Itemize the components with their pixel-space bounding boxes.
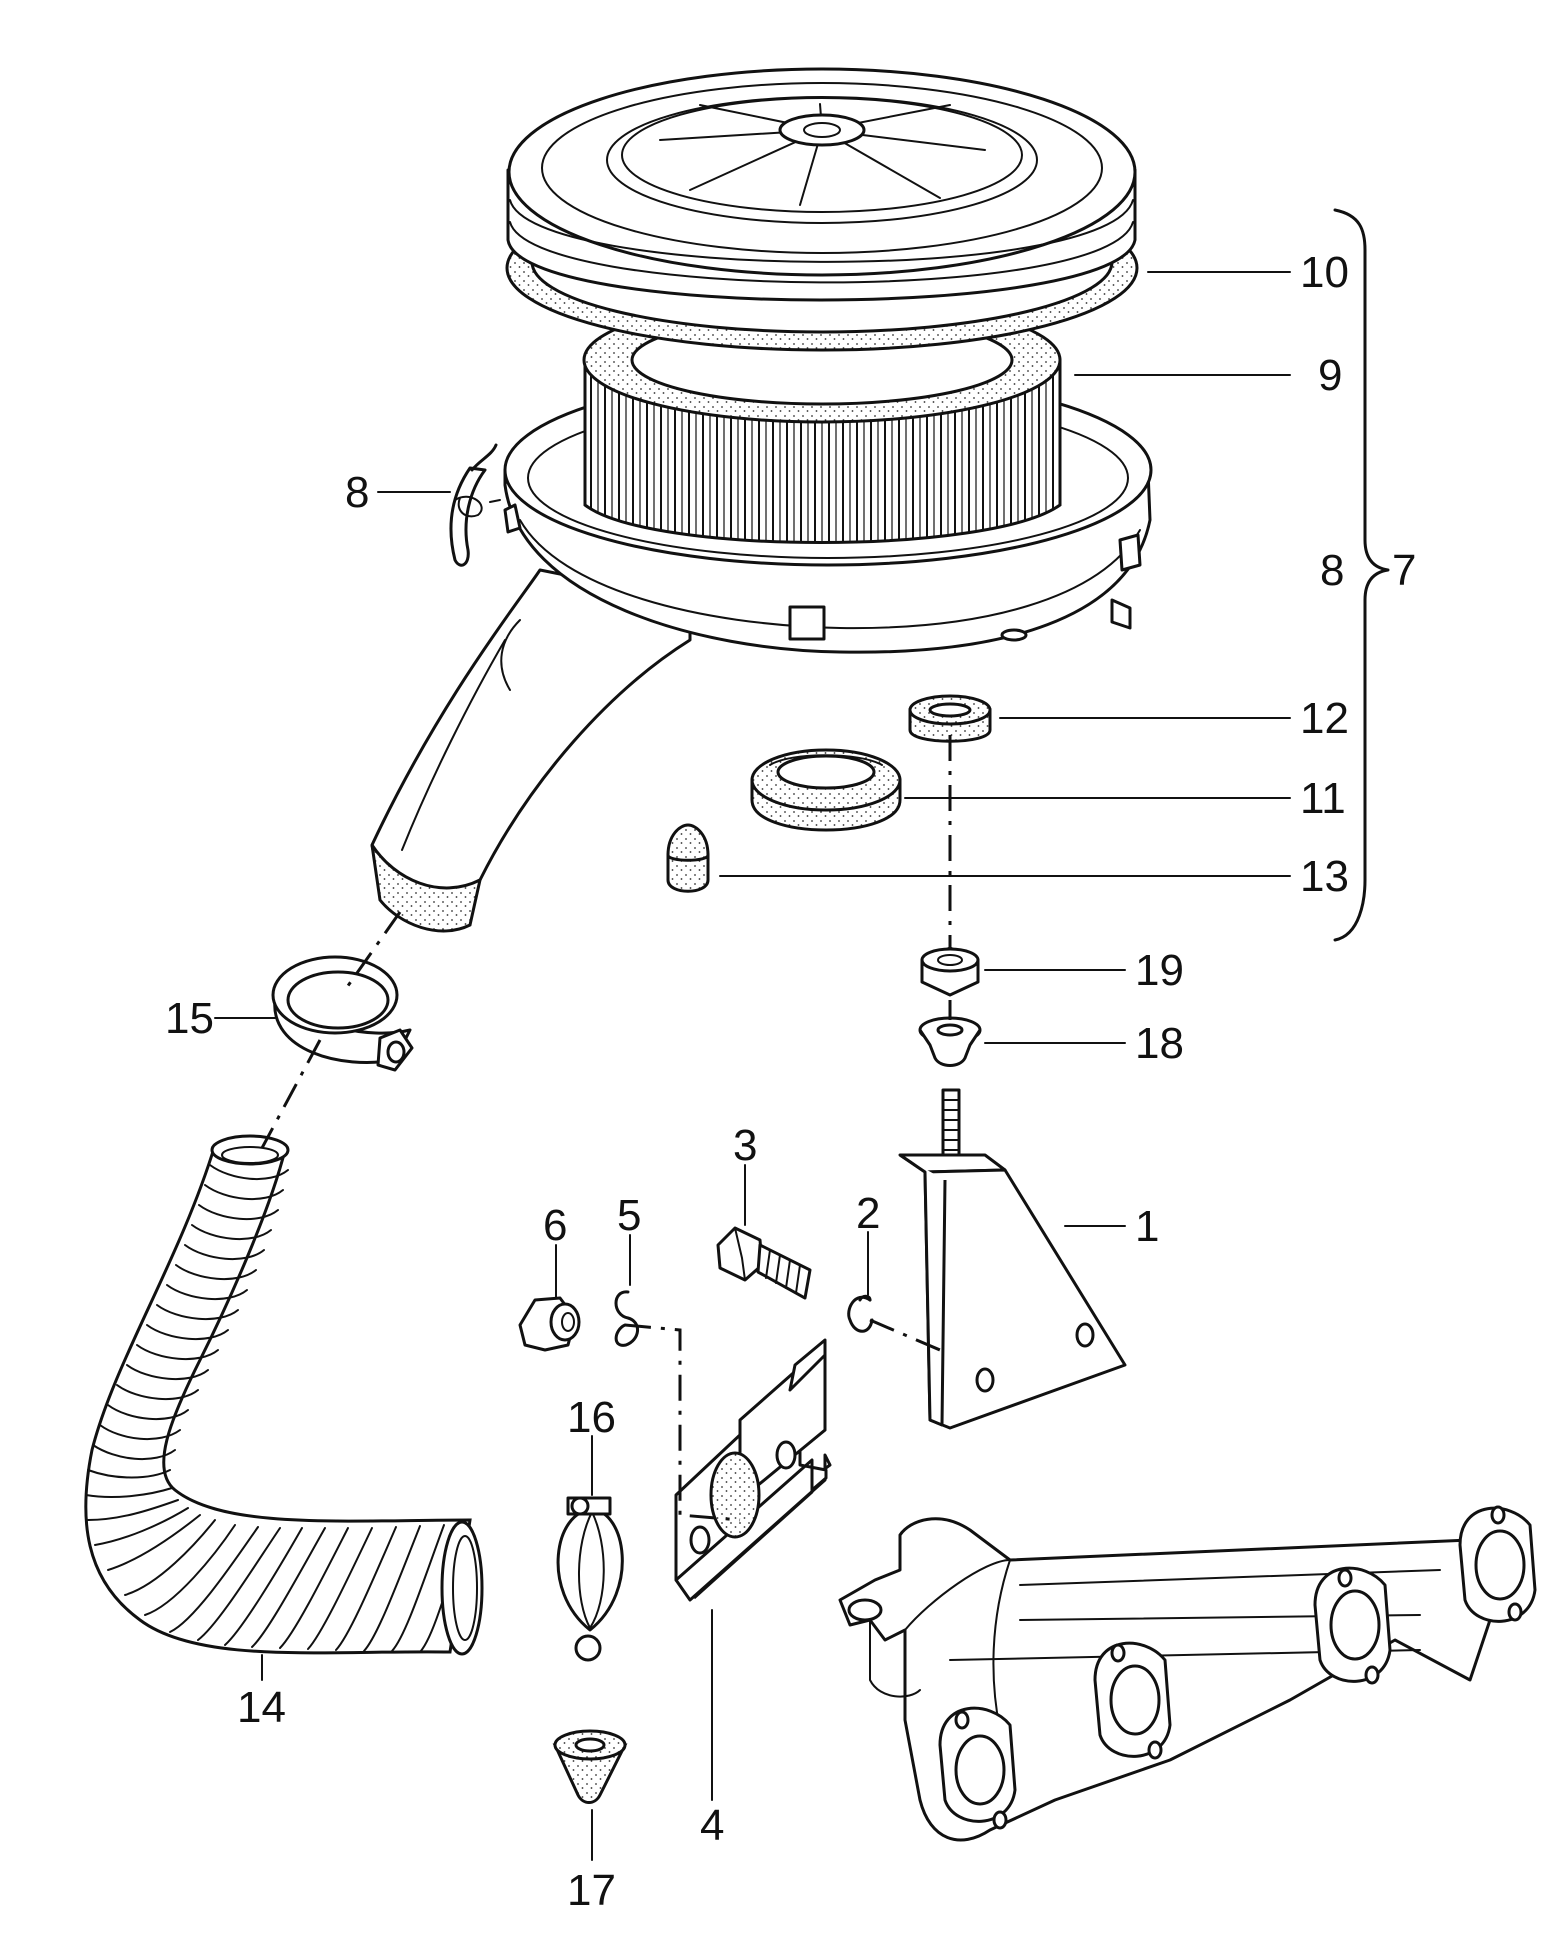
rubber-mounting-18 bbox=[918, 1016, 982, 1067]
callout-9: 9 bbox=[1318, 351, 1342, 400]
hose-clamp-16 bbox=[556, 1496, 624, 1662]
callout-7: 7 bbox=[1392, 546, 1416, 595]
hex-nut-19 bbox=[920, 946, 980, 997]
air-cleaner-lid bbox=[506, 67, 1137, 302]
callout-15: 15 bbox=[165, 994, 214, 1043]
retaining-clip bbox=[449, 443, 501, 567]
manifold-flange-3 bbox=[1313, 1566, 1392, 1685]
spring-washer bbox=[847, 1294, 874, 1333]
spring-washer-5 bbox=[614, 1290, 639, 1347]
gasket bbox=[674, 1338, 832, 1602]
callout-8-group: 8 bbox=[1320, 546, 1344, 595]
manifold-flange-1 bbox=[938, 1706, 1017, 1830]
callout-1: 1 bbox=[1135, 1202, 1159, 1251]
callout-4: 4 bbox=[700, 1801, 724, 1850]
callout-2: 2 bbox=[856, 1189, 880, 1238]
callout-13: 13 bbox=[1300, 852, 1349, 901]
callout-10: 10 bbox=[1300, 248, 1349, 297]
callout-19: 19 bbox=[1135, 946, 1184, 995]
callout-17: 17 bbox=[567, 1866, 616, 1915]
callout-11: 11 bbox=[1300, 774, 1346, 823]
rubber-grommet-11 bbox=[750, 748, 902, 832]
exhaust-manifold bbox=[838, 1505, 1537, 1842]
manifold-flange-4 bbox=[1458, 1505, 1537, 1623]
callout-3: 3 bbox=[733, 1121, 757, 1170]
rubber-buffer-13 bbox=[666, 823, 710, 893]
callout-8-clip: 8 bbox=[345, 468, 369, 517]
manifold-flange-2 bbox=[1093, 1641, 1172, 1760]
leader-lines bbox=[214, 271, 1291, 1861]
support-bracket bbox=[898, 1088, 1127, 1430]
callout-labels: 10 9 8 8 7 12 11 13 19 18 1 3 2 6 5 16 4… bbox=[165, 248, 1416, 1915]
hex-nut-6 bbox=[518, 1296, 581, 1352]
callout-6: 6 bbox=[543, 1201, 567, 1250]
rubber-sleeve-17 bbox=[552, 1729, 628, 1804]
assembly-lines bbox=[260, 735, 952, 1522]
rubber-grommet-12 bbox=[908, 694, 992, 743]
callout-18: 18 bbox=[1135, 1019, 1184, 1068]
hex-bolt bbox=[716, 1226, 812, 1300]
callout-5: 5 bbox=[617, 1191, 641, 1240]
callout-16: 16 bbox=[567, 1393, 616, 1442]
group-brace bbox=[1333, 208, 1390, 942]
callout-14: 14 bbox=[237, 1683, 286, 1732]
hose-clip-15 bbox=[271, 955, 414, 1072]
flexible-hose bbox=[84, 1134, 484, 1656]
callout-12: 12 bbox=[1300, 694, 1349, 743]
